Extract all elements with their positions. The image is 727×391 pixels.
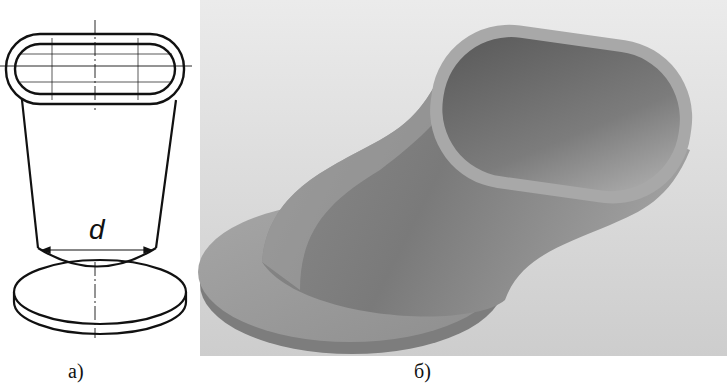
dimension-label: d bbox=[89, 215, 105, 246]
view-caption: б) bbox=[414, 360, 431, 382]
sketch bbox=[0, 20, 192, 338]
view-caption: а) bbox=[68, 360, 84, 382]
render-view bbox=[198, 0, 727, 356]
